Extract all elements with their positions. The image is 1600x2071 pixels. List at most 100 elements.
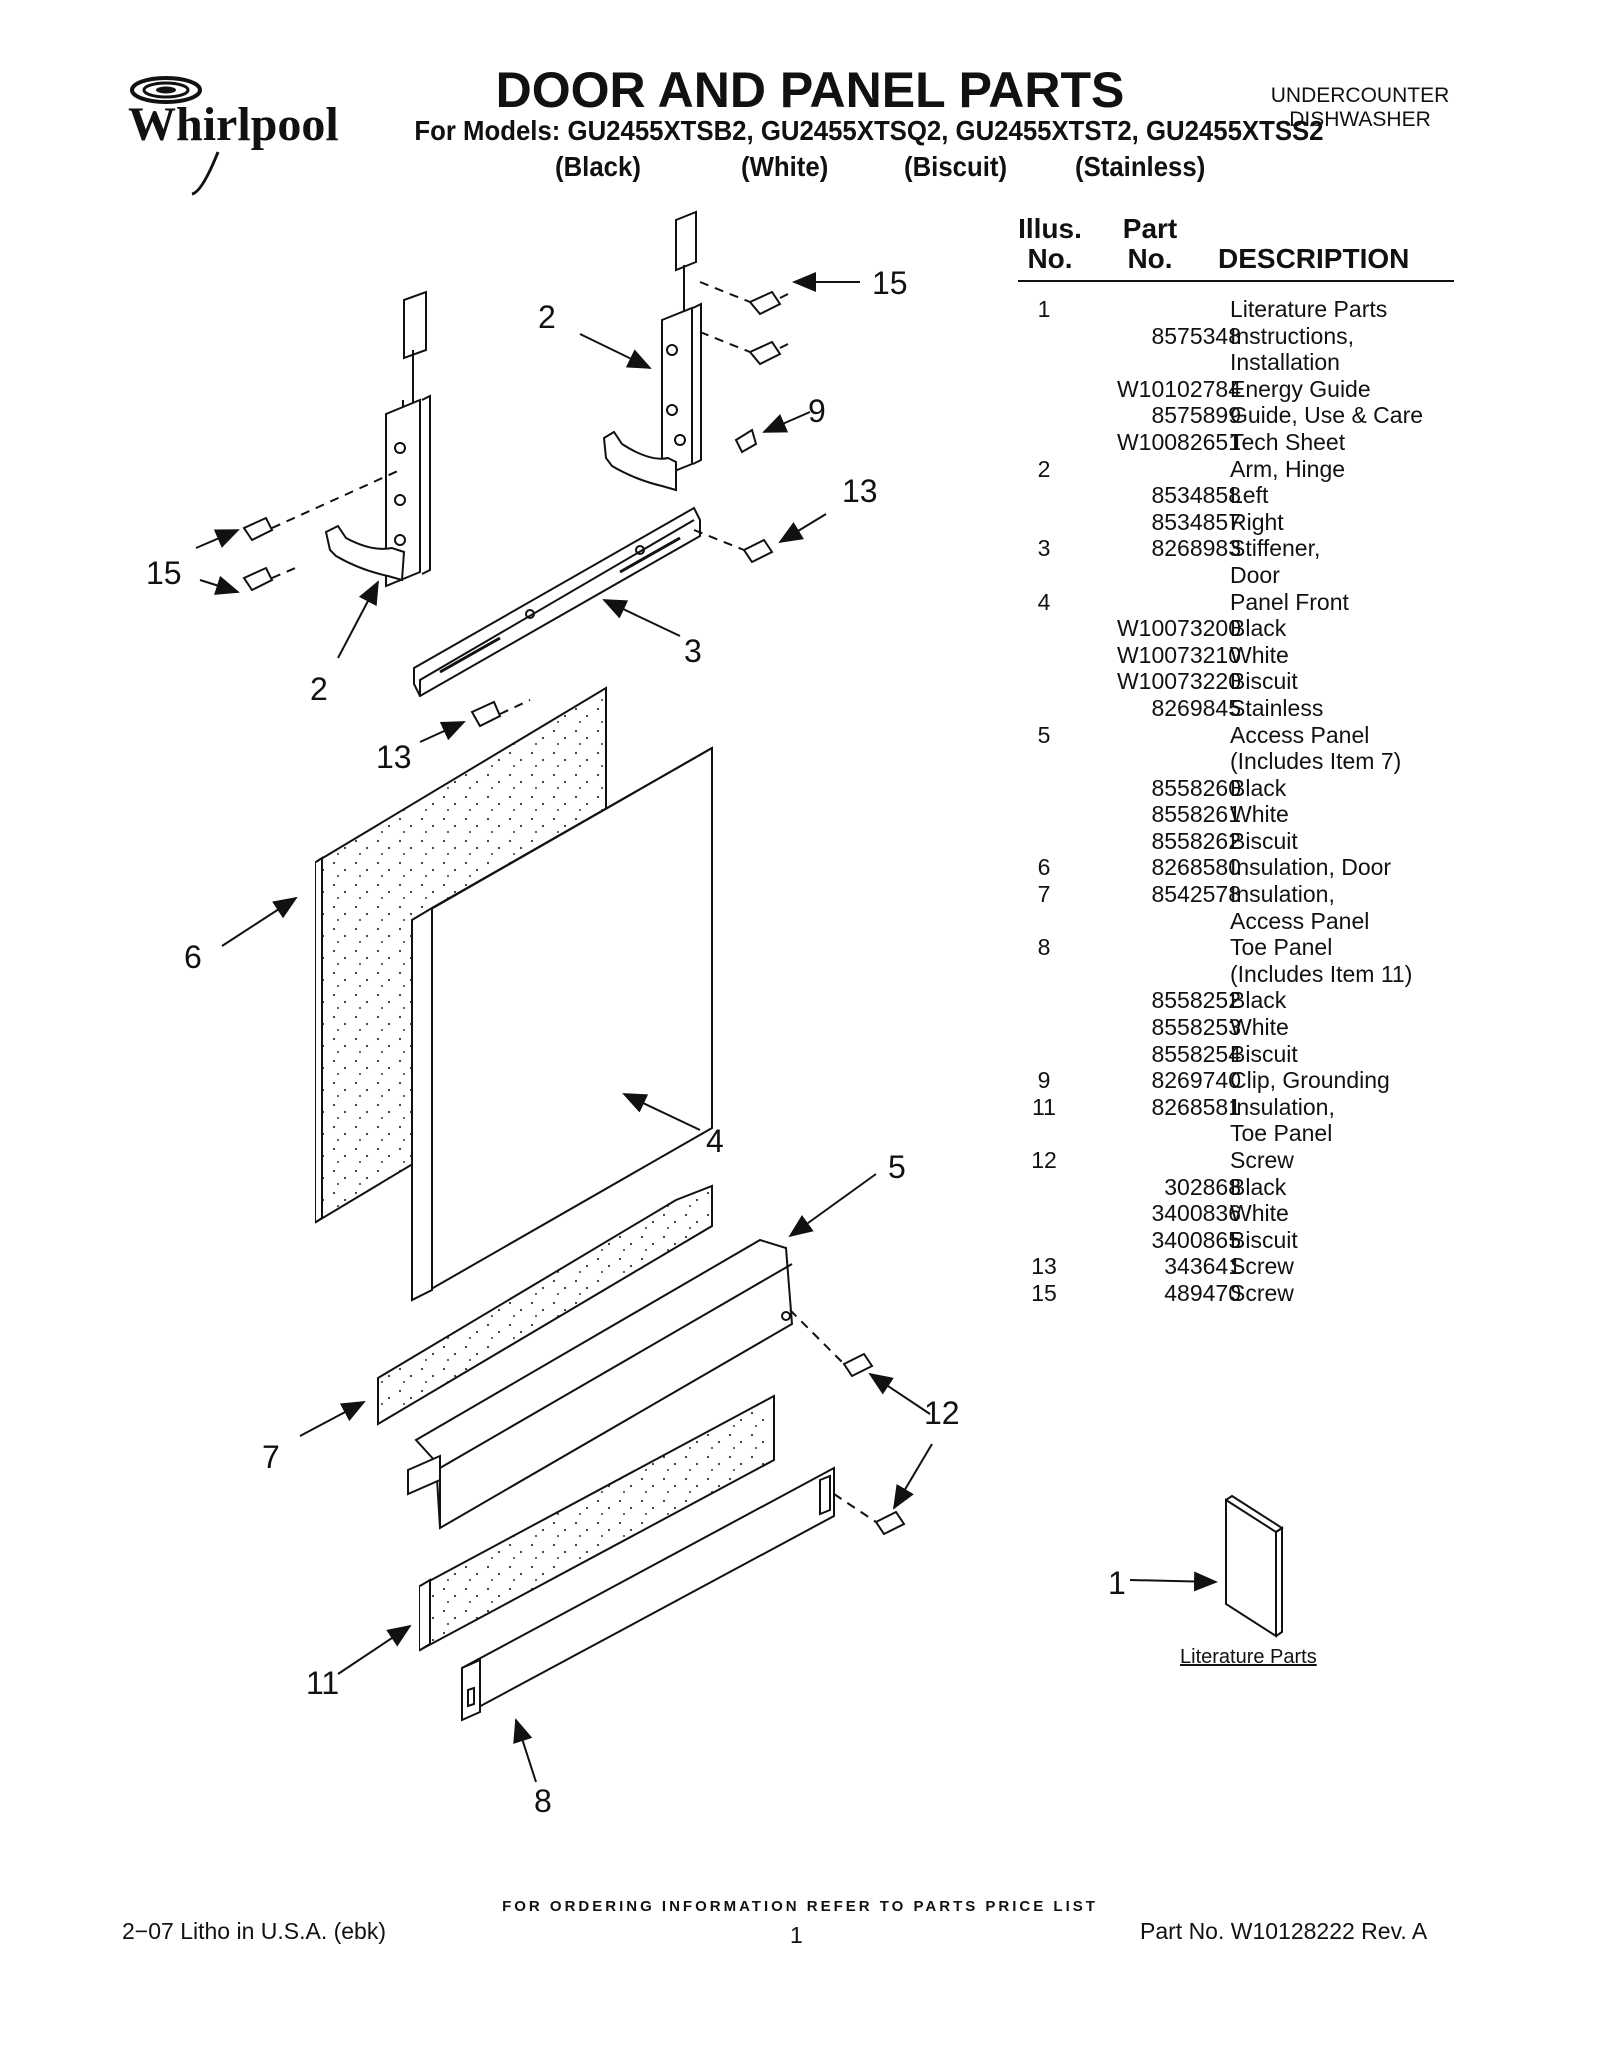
- part-number: 8269845: [1151, 694, 1241, 721]
- part-description: Black: [1230, 1173, 1287, 1200]
- part-description: Door: [1230, 561, 1280, 588]
- part-description: Stiffener,: [1230, 535, 1321, 562]
- part-description: Biscuit: [1230, 1040, 1298, 1067]
- callout-4: 4: [706, 1123, 724, 1159]
- part-description: Clip, Grounding: [1230, 1067, 1390, 1094]
- callout-2-right: 2: [538, 299, 556, 335]
- illus-number: 12: [1031, 1147, 1057, 1173]
- part-description: Toe Panel: [1230, 1120, 1333, 1147]
- callout-1: 1: [1108, 1565, 1126, 1601]
- product-category: UNDERCOUNTER DISHWASHER: [1240, 84, 1480, 132]
- part-number: 8268581: [1151, 1093, 1241, 1120]
- part-description: Insulation,: [1230, 881, 1335, 908]
- part-description: Arm, Hinge: [1230, 455, 1346, 482]
- table-row: Door: [1018, 562, 1468, 589]
- part-number: 8268580: [1151, 854, 1241, 881]
- callout-13-left: 13: [376, 739, 412, 775]
- table-row: 12 Screw: [1018, 1147, 1468, 1174]
- header-illus-line2: No.: [1027, 243, 1073, 274]
- part-description: (Includes Item 7): [1230, 748, 1402, 775]
- part-number: 8269740: [1151, 1067, 1241, 1094]
- svg-text:Whirlpool: Whirlpool: [128, 98, 339, 151]
- screw-15b: [748, 340, 789, 366]
- header-description: DESCRIPTION: [1218, 243, 1410, 274]
- screw-15a: [748, 290, 789, 316]
- part-number: 8558262: [1151, 827, 1241, 854]
- document-part-number: Part No. W10128222 Rev. A: [1140, 1918, 1428, 1944]
- header-part-line1: Part: [1122, 213, 1178, 244]
- hinge-arm-right: [602, 210, 702, 492]
- part-description: Biscuit: [1230, 668, 1298, 695]
- callout-12: 12: [924, 1395, 960, 1431]
- hinge-arm-left: [324, 290, 431, 588]
- illus-number: 2: [1037, 455, 1051, 482]
- part-number: 8268983: [1151, 535, 1241, 562]
- ordering-note: FOR ORDERING INFORMATION REFER TO PARTS …: [502, 1898, 1098, 1915]
- part-description: Screw: [1230, 1279, 1294, 1306]
- part-number: W10073220: [1116, 668, 1241, 695]
- part-description: Biscuit: [1230, 1226, 1298, 1253]
- litho-info: 2−07 Litho in U.S.A. (ebk): [122, 1918, 387, 1944]
- part-description: Access Panel: [1230, 721, 1370, 748]
- toe-panel: [461, 1466, 835, 1722]
- panel-front: [411, 746, 713, 1302]
- header-rule: [1018, 280, 1454, 282]
- part-description: Panel Front: [1230, 588, 1349, 615]
- callout-15-left: 15: [146, 555, 182, 591]
- page-title: DOOR AND PANEL PARTS: [495, 62, 1125, 118]
- illus-number: 1: [1037, 296, 1051, 322]
- screw-13b: [470, 700, 502, 728]
- screw-13a: [742, 538, 774, 564]
- screw-12a: [842, 1352, 874, 1378]
- part-description: Screw: [1230, 1253, 1294, 1280]
- callout-3: 3: [684, 633, 702, 669]
- part-description: Right: [1230, 508, 1284, 535]
- part-number: 3400865: [1151, 1226, 1241, 1253]
- part-number: 8542578: [1151, 881, 1241, 908]
- part-number: W10082651: [1116, 428, 1241, 455]
- illus-number: 4: [1037, 588, 1051, 615]
- illus-number: 13: [1031, 1253, 1057, 1280]
- door-stiffener: [413, 506, 701, 698]
- part-description: Screw: [1230, 1147, 1294, 1173]
- table-row: Access Panel: [1018, 908, 1468, 935]
- part-description: White: [1230, 1014, 1289, 1041]
- callout-8: 8: [534, 1783, 552, 1819]
- callout-2-left: 2: [310, 671, 328, 707]
- category-line-1: UNDERCOUNTER: [1270, 84, 1450, 107]
- callout-15-top: 15: [872, 265, 908, 301]
- callout-6: 6: [184, 939, 202, 975]
- models-line: For Models: GU2455XTSB2, GU2455XTSQ2, GU…: [414, 115, 1324, 146]
- part-description: (Includes Item 11): [1230, 960, 1413, 987]
- screw-12b: [874, 1510, 906, 1536]
- part-description: White: [1230, 641, 1289, 668]
- screw-15d: [242, 566, 274, 592]
- part-number: 8558252: [1151, 987, 1241, 1014]
- access-panel-insulation: [377, 1184, 713, 1426]
- table-row: (Includes Item 11): [1018, 961, 1468, 988]
- access-panel: [407, 1238, 794, 1530]
- part-number: 8558260: [1151, 774, 1241, 801]
- illus-number: 3: [1037, 535, 1051, 562]
- grounding-clip: [734, 428, 758, 454]
- part-number: W10073210: [1116, 641, 1241, 668]
- table-row: (Includes Item 7): [1018, 748, 1468, 775]
